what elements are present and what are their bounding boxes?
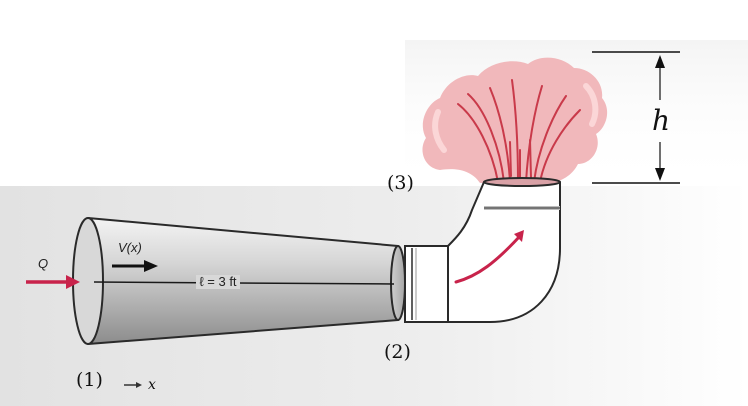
section-3-label: (3) [387, 172, 414, 194]
centerline [93, 281, 395, 285]
velocity-label: V(x) [118, 240, 142, 255]
velocity-arrow [112, 260, 158, 272]
water-fountain [422, 57, 608, 184]
internal-flow-arrow-line [454, 234, 522, 284]
inlet-flow-arrow [26, 275, 80, 289]
section-1-label: (1) [76, 369, 103, 391]
height-label: h [652, 104, 670, 137]
section-2-label: (2) [384, 341, 411, 363]
internal-flow-arrow-head [514, 230, 524, 242]
fountain-spray [422, 57, 608, 184]
pipe-coupling [404, 245, 449, 323]
height-dimension [592, 51, 680, 184]
outlet-face [390, 245, 406, 321]
x-axis-arrow [124, 382, 142, 388]
length-label: ℓ = 3 ft [199, 274, 236, 289]
converging-nozzle [72, 217, 406, 345]
x-axis-label: x [148, 377, 156, 393]
outlet-opening [483, 177, 561, 187]
flow-rate-label: Q [38, 256, 48, 271]
elbow-pipe [447, 177, 561, 323]
fountain-streaks [457, 79, 581, 183]
